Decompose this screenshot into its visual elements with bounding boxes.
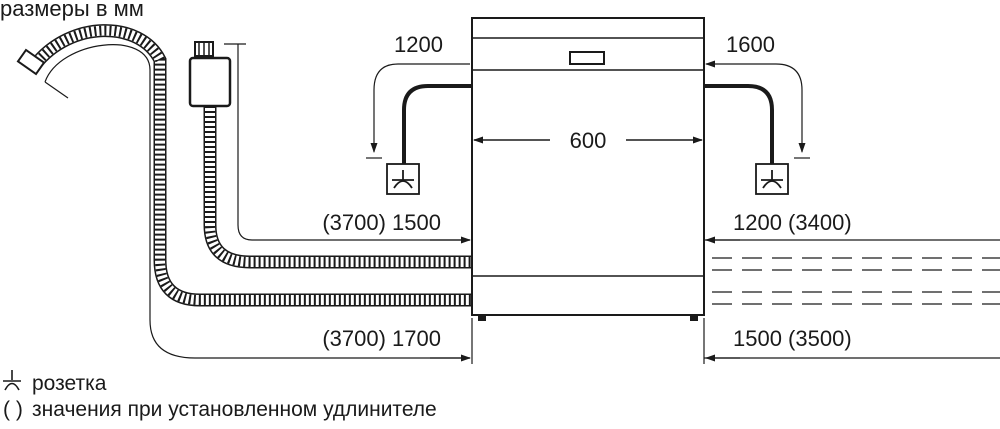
right-lower-dimension: 1500 (3500) [733, 326, 852, 351]
socket-icon [3, 370, 21, 391]
right-upper-dimension: 1200 (3400) [733, 210, 852, 235]
inlet-hose [188, 41, 472, 269]
left-cord-length: 1200 [394, 32, 443, 57]
right-hose-runs [704, 239, 1000, 359]
socket-icon [386, 163, 420, 195]
legend: розетка ( ) значения при установленном у… [3, 370, 437, 421]
right-hose: 1600 [704, 32, 810, 195]
left-upper-dimension: (3700) 1500 [322, 210, 441, 235]
socket-icon [755, 163, 789, 195]
dishwasher [471, 17, 705, 321]
left-power-cord: 1200 [366, 32, 472, 195]
left-lower-dimension: (3700) 1700 [322, 326, 441, 351]
drain-hose-end [16, 48, 46, 76]
legend-brackets-symbol: ( ) [3, 398, 23, 421]
right-hose-length: 1600 [726, 32, 775, 57]
diagram-title: размеры в мм [0, 0, 144, 21]
width-label: 600 [570, 128, 607, 153]
width-dimension: 600 [473, 128, 703, 153]
legend-brackets-label: значения при установленном удлинителе [32, 398, 437, 421]
drain-hose [16, 24, 472, 359]
legend-socket-label: розетка [32, 372, 107, 395]
dimension-arrows [430, 236, 740, 364]
